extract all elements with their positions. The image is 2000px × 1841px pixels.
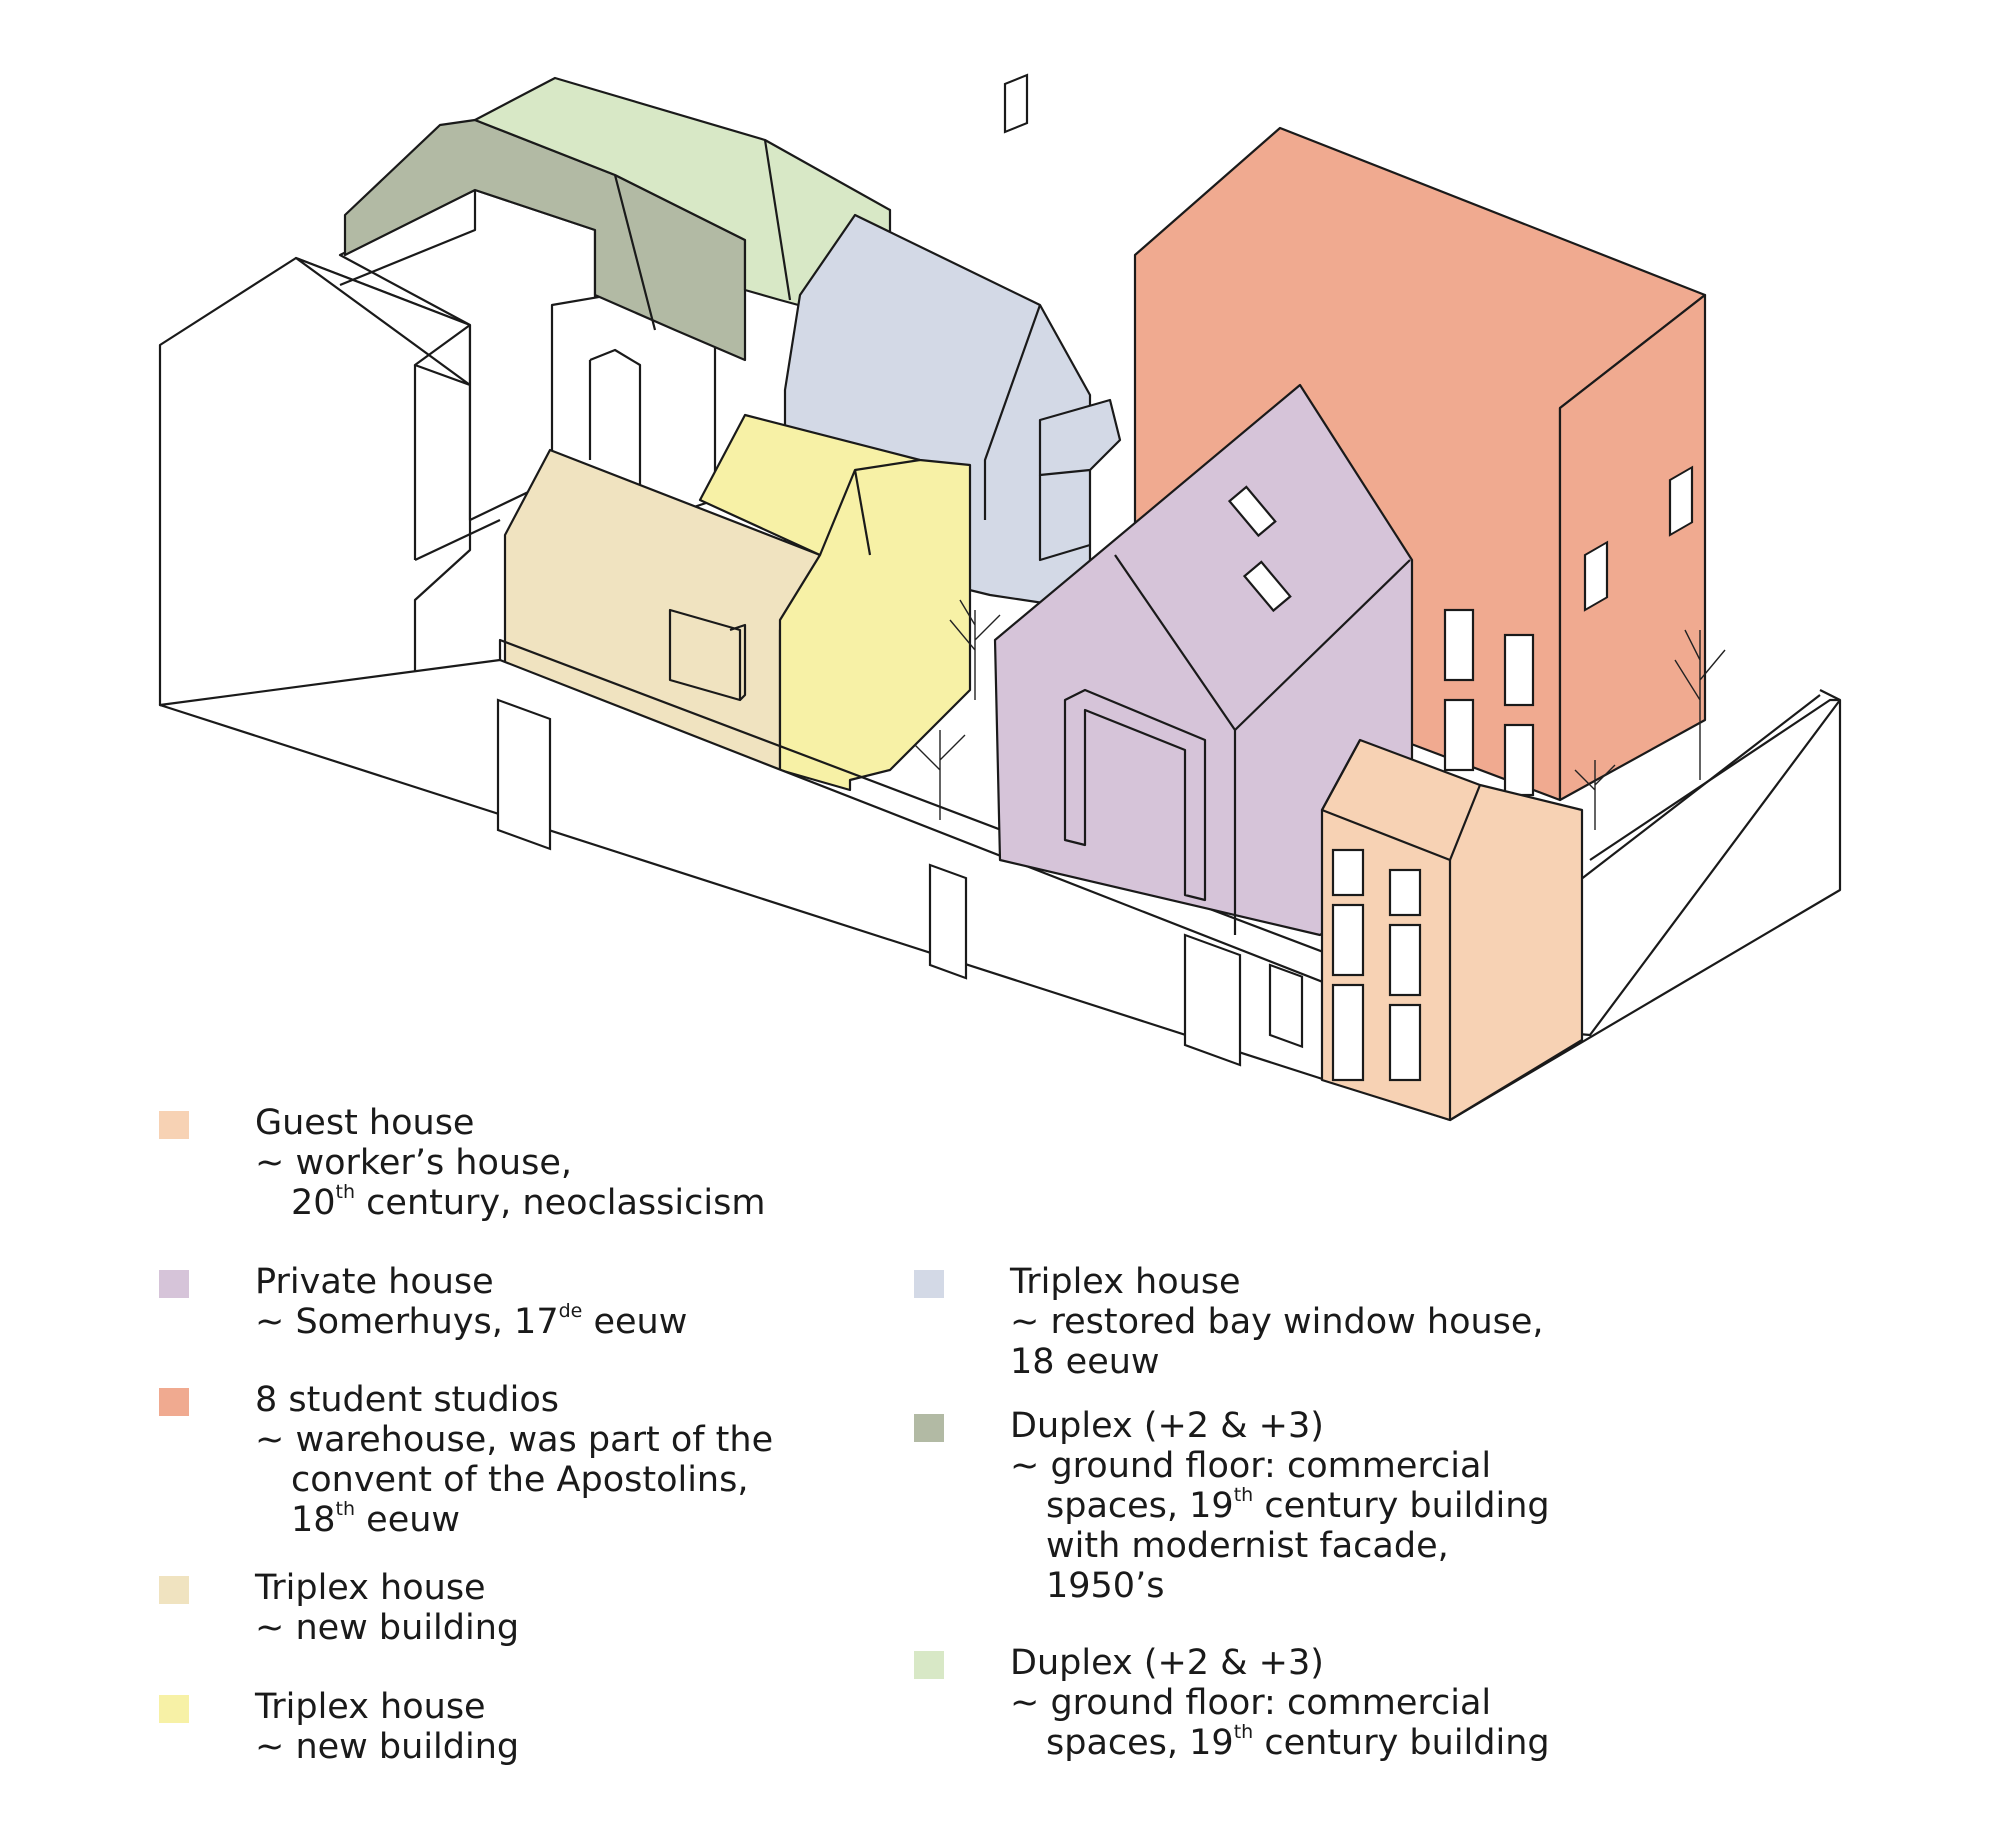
legend-line: ~ restored bay window house,	[1010, 1302, 1544, 1342]
legend-line: ~ worker’s house,	[255, 1143, 572, 1183]
legend-title: Triplex house	[1010, 1262, 1241, 1302]
legend-line: with modernist facade,	[1046, 1526, 1449, 1566]
legend-item: Duplex (+2 & +3)~ ground floor: commerci…	[914, 1643, 1550, 1763]
legend-title: Triplex house	[255, 1687, 486, 1727]
legend-line: 18th eeuw	[291, 1498, 461, 1540]
private-house-block	[993, 383, 1414, 937]
white-building-left	[158, 256, 501, 762]
axonometric-drawing	[158, 73, 1842, 1122]
legend-swatch	[159, 1270, 189, 1298]
legend-line: spaces, 19th century building	[1046, 1721, 1550, 1763]
legend-item: 8 student studios~ warehouse, was part o…	[159, 1380, 773, 1540]
legend-line: ~ warehouse, was part of the	[255, 1420, 774, 1460]
legend-description: ~ restored bay window house,18 eeuw	[1010, 1302, 1544, 1382]
legend-item: Private house~ Somerhuys, 17de eeuw	[159, 1262, 687, 1342]
legend-line: 20th century, neoclassicism	[291, 1181, 766, 1223]
legend-line: 18 eeuw	[1010, 1342, 1160, 1382]
legend-line: ~ Somerhuys, 17de eeuw	[255, 1300, 688, 1342]
legend-title: Guest house	[255, 1103, 475, 1143]
legend-swatch	[914, 1414, 944, 1442]
legend-title: 8 student studios	[255, 1380, 560, 1420]
legend-line: spaces, 19th century building	[1046, 1484, 1550, 1526]
legend-line: convent of the Apostolins,	[291, 1460, 749, 1500]
legend-title: Duplex (+2 & +3)	[1010, 1406, 1324, 1446]
legend-item: Triplex house~ restored bay window house…	[914, 1262, 1544, 1382]
courtyard-trees	[914, 599, 1726, 830]
legend-title: Private house	[255, 1262, 494, 1302]
legend-line: ~ new building	[255, 1608, 520, 1648]
legend-line: ~ ground floor: commercial	[1010, 1446, 1492, 1486]
legend-item: Duplex (+2 & +3)~ ground floor: commerci…	[914, 1406, 1550, 1606]
legend-description: ~ new building	[255, 1727, 519, 1767]
legend-swatch	[159, 1695, 189, 1723]
duplex-modernist-block	[343, 118, 747, 362]
legend-item: Guest house~ worker’s house,20th century…	[159, 1103, 765, 1223]
legend-description: ~ Somerhuys, 17de eeuw	[255, 1302, 687, 1342]
legend-line: ~ ground floor: commercial	[1010, 1683, 1492, 1723]
legend-title: Triplex house	[255, 1568, 486, 1608]
legend-description: ~ new building	[255, 1608, 519, 1648]
legend-swatch	[159, 1111, 189, 1139]
legend-swatch	[159, 1576, 189, 1604]
legend-title: Duplex (+2 & +3)	[1010, 1643, 1324, 1683]
legend-item: Triplex house~ new building	[159, 1568, 519, 1648]
legend-line: ~ new building	[255, 1727, 520, 1767]
legend-item: Triplex house~ new building	[159, 1687, 519, 1767]
legend-swatch	[914, 1651, 944, 1679]
white-building-middle	[338, 188, 717, 522]
guest-house-block	[1320, 738, 1584, 1122]
legend-swatch	[159, 1388, 189, 1416]
legend-line: 1950’s	[1046, 1566, 1165, 1606]
triplex-new-2	[698, 413, 972, 792]
legend-swatch	[914, 1270, 944, 1298]
legend-description: ~ worker’s house,20th century, neoclassi…	[255, 1143, 765, 1223]
courtyard-wall	[158, 638, 1842, 1122]
